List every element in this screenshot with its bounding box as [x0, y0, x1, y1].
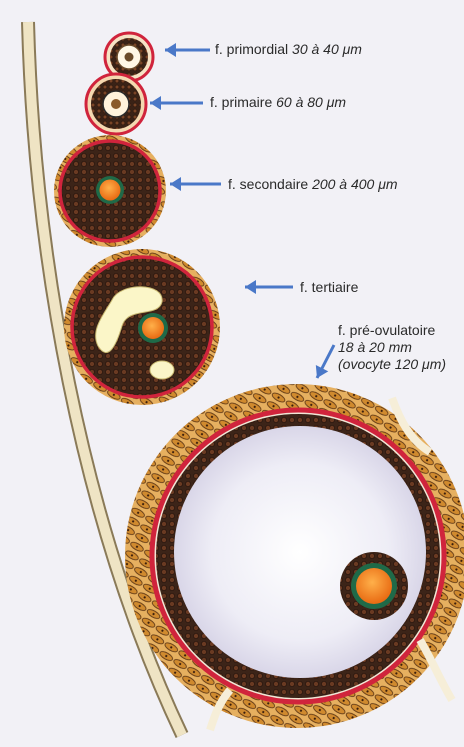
arrow-secondaire-head	[170, 177, 181, 191]
arrow-secondaire	[170, 177, 221, 191]
label-preovulatoire-size: 18 à 20 mm	[338, 339, 462, 356]
follicle-tertiaire	[64, 249, 220, 405]
follicle-preovulatoire	[125, 384, 464, 730]
tertiaire-antrum-small	[150, 361, 174, 379]
label-tertiaire-name: f. tertiaire	[300, 279, 358, 295]
label-primordial-name: f. primordial	[215, 41, 288, 57]
primordial-nucleus	[125, 53, 134, 62]
primaire-nucleus	[111, 99, 121, 109]
preovulatoire-antrum	[174, 426, 426, 678]
arrow-tertiaire-head	[245, 280, 256, 294]
label-primaire: f. primaire 60 à 80 μm	[210, 94, 346, 111]
arrow-primaire	[150, 96, 203, 110]
label-preovulatoire-name: f. pré-ovulatoire	[338, 322, 462, 339]
label-tertiaire: f. tertiaire	[300, 279, 358, 296]
arrow-primordial	[165, 43, 210, 57]
label-primaire-name: f. primaire	[210, 94, 272, 110]
label-secondaire-size: 200 à 400 μm	[312, 176, 398, 192]
preovulatoire-oocyte	[356, 568, 392, 604]
arrow-tertiaire	[245, 280, 293, 294]
follicle-primaire	[86, 74, 146, 134]
arrow-primordial-head	[165, 43, 176, 57]
label-secondaire-name: f. secondaire	[228, 176, 308, 192]
arrow-primaire-head	[150, 96, 161, 110]
tertiaire-oocyte	[142, 317, 164, 339]
arrow-preovulatoire	[316, 345, 334, 378]
follicle-secondaire	[54, 135, 166, 247]
label-preovulatoire: f. pré-ovulatoire 18 à 20 mm (ovocyte 12…	[338, 322, 462, 373]
label-primordial-size: 30 à 40 μm	[292, 41, 362, 57]
label-secondaire: f. secondaire 200 à 400 μm	[228, 176, 398, 193]
label-primordial: f. primordial 30 à 40 μm	[215, 41, 362, 58]
label-primaire-size: 60 à 80 μm	[276, 94, 346, 110]
label-preovulatoire-oocyte: (ovocyte 120 μm)	[338, 356, 462, 373]
secondaire-oocyte	[100, 180, 121, 201]
